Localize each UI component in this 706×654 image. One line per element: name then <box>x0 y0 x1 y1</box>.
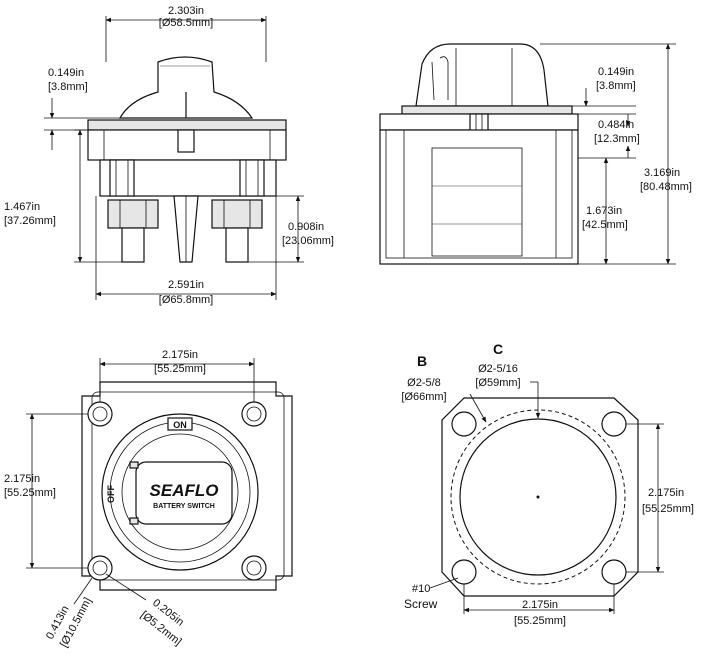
front-view: 2.303in [Ø58.5mm] 0.149in [3.8mm] 1.467i… <box>4 5 334 306</box>
screw-number: #10 <box>412 583 430 595</box>
top-width-mm: [55.25mm] <box>154 363 206 375</box>
screw-label: Screw <box>404 597 438 611</box>
mount-hole <box>87 555 113 581</box>
mount-hole <box>241 401 267 427</box>
side-top-in: 0.149in <box>598 66 634 78</box>
cutout-width-in: 2.175in <box>522 599 558 611</box>
mount-hole <box>87 401 113 427</box>
top-height-mm: [55.25mm] <box>4 487 56 499</box>
top-width-in: 2.175in <box>162 349 198 361</box>
side-view: 0.149in [3.8mm] 0.484in [12.3mm] 1.673in… <box>379 43 692 265</box>
front-base-in: 2.591in <box>168 279 204 291</box>
side-total-mm: [80.48mm] <box>640 181 692 193</box>
b-in: Ø2-5/8 <box>407 377 441 389</box>
front-knob-mm: [3.8mm] <box>48 81 88 93</box>
b-mm: [Ø66mm] <box>401 391 446 403</box>
cutout-height-mm: [55.25mm] <box>642 503 694 515</box>
side-total-in: 3.169in <box>644 167 680 179</box>
label-c: C <box>493 341 503 357</box>
cutout-height-in: 2.175in <box>648 487 684 499</box>
front-stud-mm: [23.06mm] <box>282 235 334 247</box>
top-view: ON OFF SEAFLO BATTERY SWITCH 2.175in [55… <box>4 349 293 649</box>
off-label: OFF <box>106 485 116 503</box>
c-in: Ø2-5/16 <box>478 363 518 375</box>
front-width-mm: [Ø58.5mm] <box>159 17 213 29</box>
on-label: ON <box>173 420 187 430</box>
brand-text: SEAFLO <box>150 481 219 500</box>
side-body-mm: [42.5mm] <box>582 219 628 231</box>
top-height-in: 2.175in <box>4 473 40 485</box>
front-height-in: 1.467in <box>4 201 40 213</box>
side-flange-mm: [12.3mm] <box>594 133 640 145</box>
label-b: B <box>417 353 427 369</box>
cutout-width-mm: [55.25mm] <box>514 615 566 627</box>
side-body-in: 1.673in <box>586 205 622 217</box>
front-base-mm: [Ø65.8mm] <box>159 294 213 306</box>
front-width-in: 2.303in <box>168 5 204 17</box>
cutout-view: B Ø2-5/8 [Ø66mm] C Ø2-5/16 [Ø59mm] 2.175… <box>401 341 694 627</box>
mount-hole <box>241 555 267 581</box>
side-flange-in: 0.484in <box>598 119 634 131</box>
front-height-mm: [37.26mm] <box>4 215 56 227</box>
c-mm: [Ø59mm] <box>475 377 520 389</box>
product-text: BATTERY SWITCH <box>153 503 215 510</box>
front-knob-in: 0.149in <box>48 67 84 79</box>
side-top-mm: [3.8mm] <box>596 80 636 92</box>
front-stud-in: 0.908in <box>288 221 324 233</box>
